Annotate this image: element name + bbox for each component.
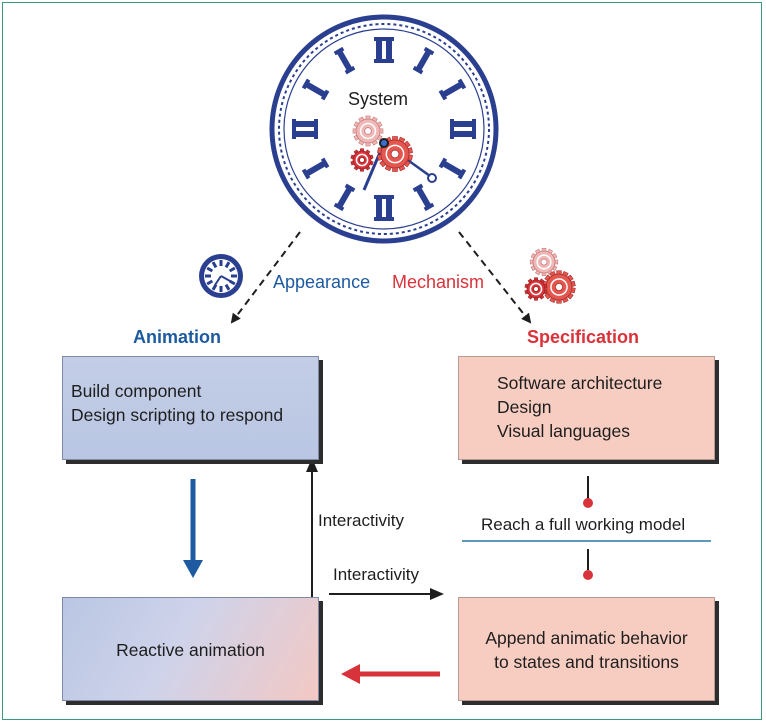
small-clock-mark	[228, 266, 236, 273]
gear-icon	[524, 277, 548, 301]
append-line-2: to states and transitions	[494, 652, 679, 672]
clock-numeral-mark	[374, 37, 394, 63]
specification-box: Software architecture Design Visual lang…	[458, 356, 715, 460]
interactivity-up-arrow	[306, 458, 318, 600]
small-clock-mark	[231, 274, 237, 278]
appearance-arrow	[230, 231, 301, 324]
small-clock-mark	[228, 279, 236, 286]
small-clock-mark	[206, 279, 214, 286]
spec-line-2: Design	[497, 397, 552, 417]
clock-numeral-mark	[333, 46, 356, 75]
appearance-label: Appearance	[273, 272, 371, 292]
clock-icon	[269, 14, 499, 244]
gear-icon	[529, 247, 559, 277]
small-clock-mark	[219, 286, 223, 292]
build-line-1: Build component	[71, 381, 202, 401]
clock-label: System	[348, 89, 409, 109]
small-clock-mark	[219, 260, 223, 266]
reactive-animation-box: Reactive animation	[62, 597, 319, 701]
build-component-box: Build component Design scripting to resp…	[62, 356, 319, 460]
small-clock-mark	[211, 261, 218, 269]
gears-icon	[524, 247, 576, 304]
clock-numeral-mark	[450, 119, 476, 139]
reactive-line-1: Reactive animation	[116, 640, 265, 660]
spec-connector-upper	[583, 476, 593, 508]
interactivity-horizontal-label: Interactivity	[333, 565, 419, 584]
clock-numeral-mark	[374, 195, 394, 221]
small-clock-mark	[205, 274, 211, 278]
clock-numeral-mark	[292, 119, 318, 139]
clock-numeral-mark	[438, 78, 467, 101]
blue-down-arrow	[183, 479, 203, 578]
spec-line-1: Software architecture	[497, 373, 663, 393]
clock-numeral-mark	[412, 46, 435, 75]
reach-model-label: Reach a full working model	[481, 515, 686, 534]
append-behavior-box: Append animatic behavior to states and t…	[458, 597, 715, 701]
small-clock-icon	[199, 254, 243, 298]
append-line-1: Append animatic behavior	[485, 628, 688, 648]
spec-line-3: Visual languages	[497, 421, 630, 441]
small-clock-mark	[206, 266, 214, 273]
small-clock-mark	[224, 283, 231, 291]
gear-icon	[542, 270, 576, 304]
small-clock-mark	[211, 283, 218, 291]
small-clock-mark	[224, 261, 231, 269]
specification-heading: Specification	[527, 327, 640, 347]
clock-gears-icon	[350, 115, 413, 172]
spec-connector-lower	[583, 549, 593, 580]
red-left-arrow	[341, 664, 440, 684]
clock-numeral-mark	[333, 183, 356, 212]
gear-icon	[352, 115, 384, 147]
clock-numeral-mark	[438, 157, 467, 180]
gear-icon	[350, 148, 374, 172]
gear-icon	[377, 136, 413, 172]
interactivity-right-arrow	[329, 588, 444, 600]
clock-numeral-mark	[301, 157, 330, 180]
clock-numeral-mark	[301, 78, 330, 101]
build-line-2: Design scripting to respond	[71, 405, 284, 425]
animation-heading: Animation	[133, 327, 221, 347]
interactivity-vertical-label: Interactivity	[318, 511, 404, 530]
clock-numeral-mark	[412, 183, 435, 212]
mechanism-label: Mechanism	[392, 272, 485, 292]
